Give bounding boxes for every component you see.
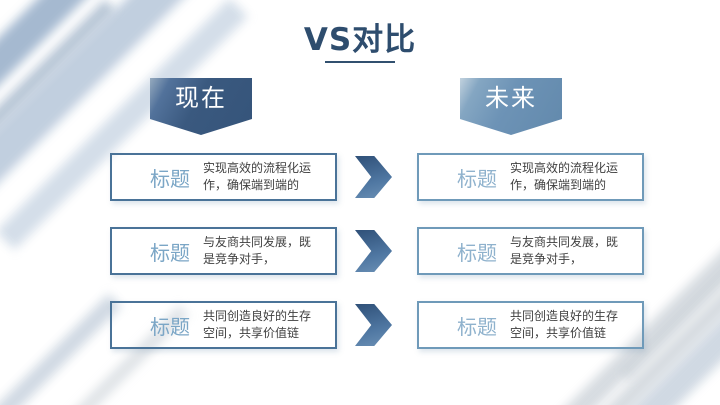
card-future-a: A 标题 实现高效的流程化运作，确保端到端的 [398,153,644,201]
row-label: 标题 [457,166,497,191]
letter-badge-b: B [398,232,436,270]
row-desc: 实现高效的流程化运作，确保端到端的 [510,160,619,192]
badge-letter: C [408,312,426,337]
chevron-right-icon [355,156,392,198]
slide-title: VS对比 [303,22,417,58]
badge-letter: B [408,238,426,263]
title-underline [325,61,395,63]
chevron-right-icon [355,230,392,272]
letter-badge-a: A [398,158,436,196]
letter-badge-c: C [398,306,436,344]
card-future-c: C 标题 共同创造良好的生存空间，共享价值链 [398,301,644,349]
row-label: 标题 [150,314,190,339]
banner-now: 现在 [150,78,252,135]
letter-badge-b: B [91,232,129,270]
badge-letter: A [408,164,426,189]
card-now-a: A 标题 实现高效的流程化运作，确保端到端的 [91,153,337,201]
row-label: 标题 [150,240,190,265]
card-future-b: B 标题 与友商共同发展，既是竞争对手， [398,227,644,275]
row-desc: 实现高效的流程化运作，确保端到端的 [203,160,312,192]
row-label: 标题 [150,166,190,191]
banner-now-label: 现在 [175,84,227,112]
banner-future: 未来 [460,78,562,135]
banner-future-label: 未来 [485,84,537,112]
row-desc: 共同创造良好的生存空间，共享价值链 [203,308,312,340]
badge-letter: A [101,164,119,189]
row-desc: 与友商共同发展，既是竞争对手， [510,234,619,266]
row-desc: 与友商共同发展，既是竞争对手， [203,234,312,266]
row-desc: 共同创造良好的生存空间，共享价值链 [510,308,619,340]
card-now-c: C 标题 共同创造良好的生存空间，共享价值链 [91,301,337,349]
row-label: 标题 [457,240,497,265]
badge-letter: B [101,238,119,263]
chevron-right-icon [355,304,392,346]
card-now-b: B 标题 与友商共同发展，既是竞争对手， [91,227,337,275]
row-label: 标题 [457,314,497,339]
